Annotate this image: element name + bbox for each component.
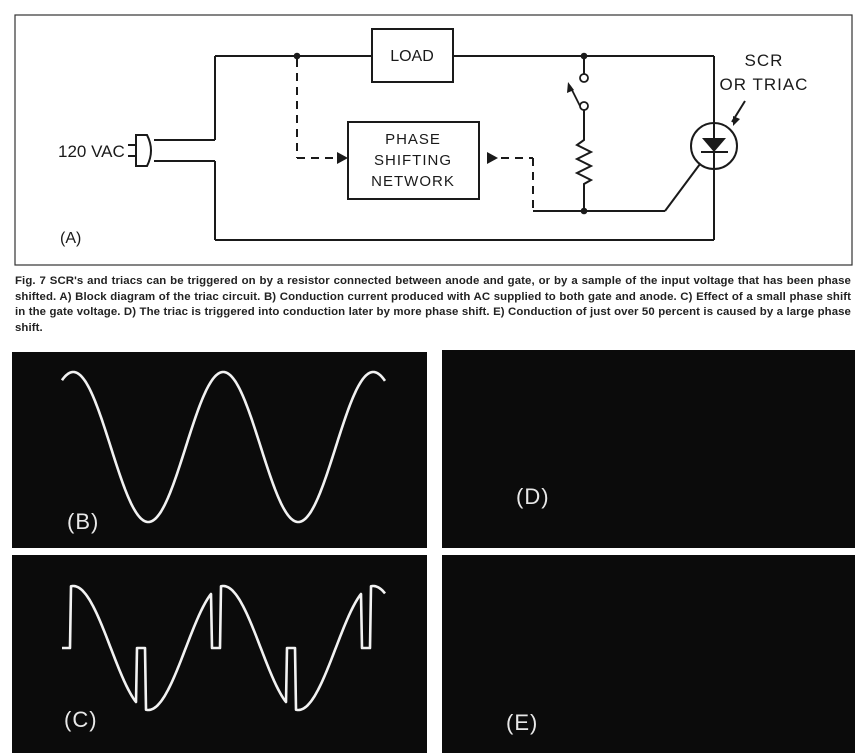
caption-text: SCR's and triacs can be triggered on by …	[15, 275, 851, 334]
circuit-diagram: (A) 120 VAC LOAD PHASE SHIFTING NETWORK …	[14, 14, 853, 266]
switch-contact	[579, 73, 589, 83]
switch-contact	[579, 101, 589, 111]
network-label-line1: PHASE	[385, 131, 441, 148]
network-label-line2: SHIFTING	[374, 152, 452, 169]
scope-panel-b: (B)	[12, 352, 427, 548]
plug-icon	[135, 134, 152, 167]
waveform-e	[442, 555, 855, 753]
source-label: 120 VAC	[58, 142, 125, 161]
waveform-trace	[61, 584, 386, 712]
phase-network-box	[347, 121, 480, 200]
waveform-trace	[60, 370, 387, 524]
figure-caption: Fig. 7 SCR's and triacs can be triggered…	[15, 274, 851, 336]
scope-panel-c: (C)	[12, 555, 427, 753]
junction-dot	[580, 207, 588, 215]
device-label-line2: OR TRIAC	[720, 75, 809, 94]
scope-label-d: (D)	[516, 484, 550, 509]
device-label-line1: SCR	[745, 51, 784, 70]
load-box	[371, 28, 454, 83]
junction-dot	[293, 52, 301, 60]
scope-label-c: (C)	[64, 707, 98, 732]
scope-label-b: (B)	[67, 509, 100, 534]
junction-dot	[580, 52, 588, 60]
scope-panel-d: (D)	[442, 350, 855, 548]
waveform-b	[60, 370, 387, 524]
panel-label-a: (A)	[60, 230, 81, 247]
load-label: LOAD	[390, 48, 434, 65]
network-label-line3: NETWORK	[371, 173, 455, 190]
scope-panel-e: (E)	[442, 555, 855, 753]
diagram-frame	[14, 14, 853, 266]
waveform-c	[61, 584, 386, 712]
waveform-d	[442, 350, 855, 548]
caption-lead: Fig. 7	[15, 275, 46, 287]
scope-label-e: (E)	[506, 710, 539, 735]
